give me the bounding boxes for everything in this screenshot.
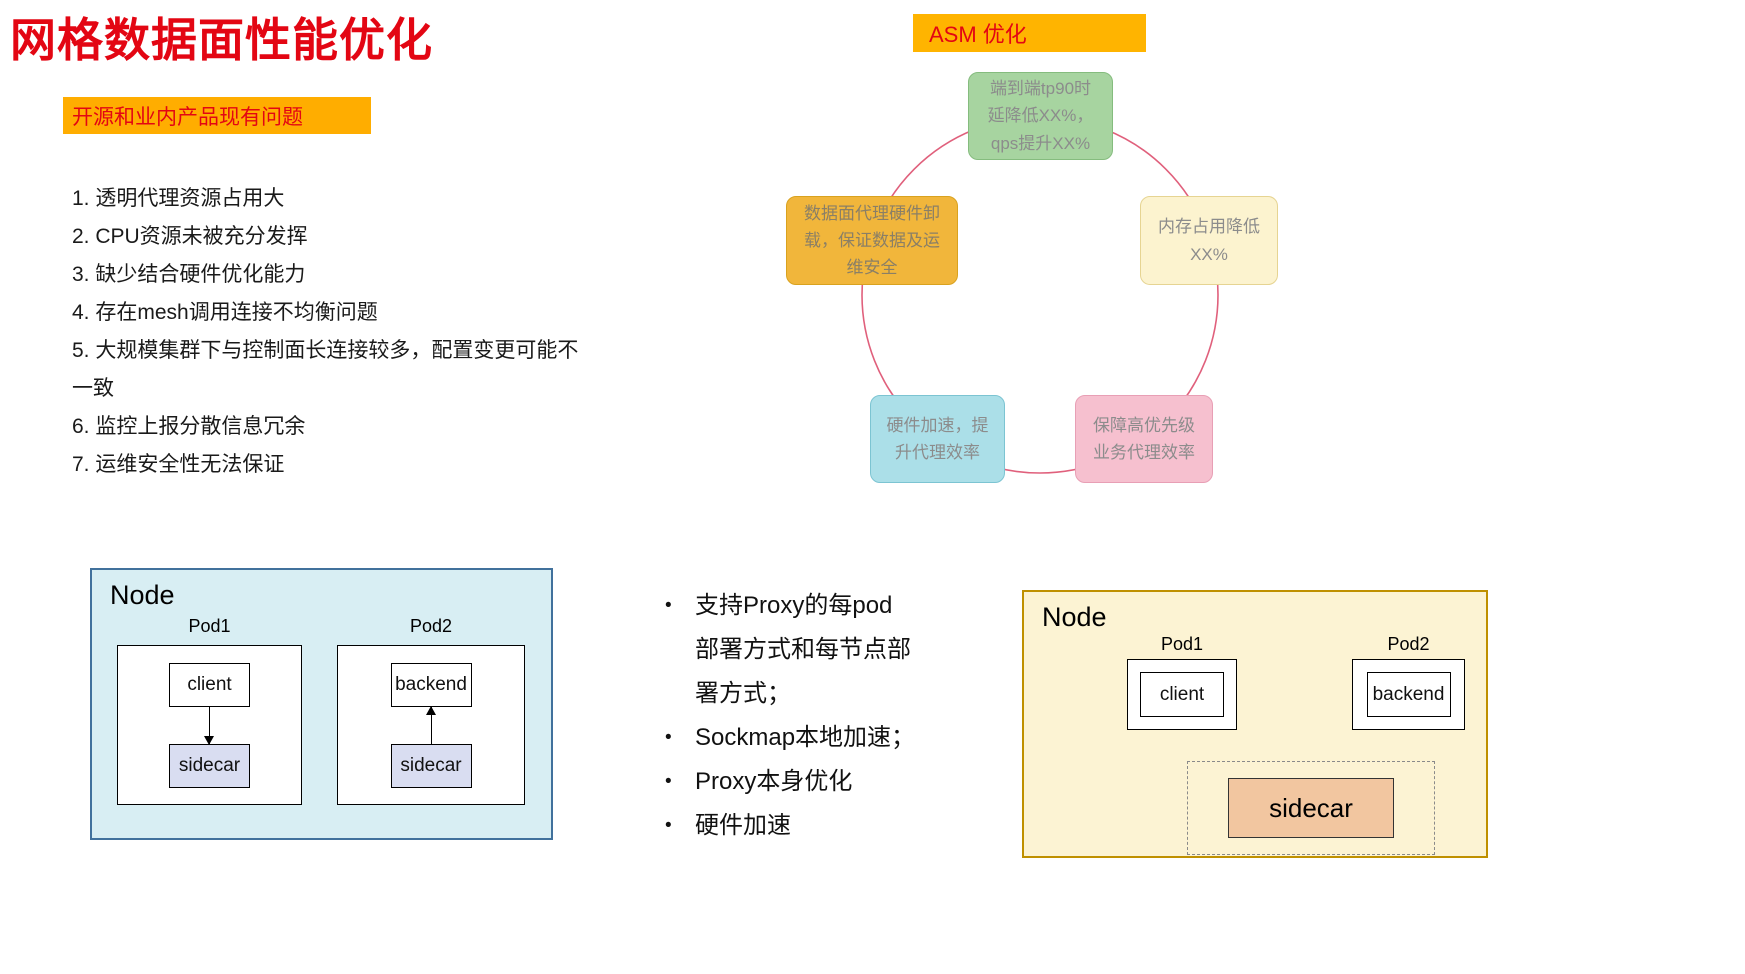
page-title: 网格数据面性能优化 <box>10 14 433 66</box>
bullet-icon: • <box>665 727 672 748</box>
problem-item-1: 1. 透明代理资源占用大 <box>72 187 285 210</box>
bubble-hardware-offload-security: 数据面代理硬件卸 载，保证数据及运 维安全 <box>786 196 958 285</box>
bullet-icon: • <box>665 595 672 616</box>
problem-item-5: 5. 大规模集群下与控制面长连接较多，配置变更可能不 一致 <box>72 339 579 400</box>
pod1-label: Pod1 <box>1160 634 1204 654</box>
sidecar-box: sidecar <box>169 743 250 788</box>
pod1-label: Pod1 <box>188 616 231 636</box>
pod1-box: client sidecar <box>117 645 302 805</box>
sidecar-box: sidecar <box>390 743 472 788</box>
solution-item-1: • 支持Proxy的每pod 部署方式和每节点部 署方式； <box>665 584 955 716</box>
solution-text: 支持Proxy的每pod 部署方式和每节点部 署方式； <box>695 592 911 707</box>
solution-item-4: • 硬件加速 <box>665 804 955 848</box>
bubble-high-priority-traffic: 保障高优先级 业务代理效率 <box>1075 395 1213 483</box>
node-right-title: Node <box>1042 602 1107 632</box>
arrow-down-icon <box>204 706 215 745</box>
bullet-icon: • <box>665 815 672 836</box>
client-box: client <box>169 662 250 707</box>
bubble-memory-reduction: 内存占用降低 XX% <box>1140 196 1278 285</box>
problem-item-4: 4. 存在mesh调用连接不均衡问题 <box>72 301 378 324</box>
pod2-box: backend sidecar <box>337 645 525 805</box>
solutions-list: • 支持Proxy的每pod 部署方式和每节点部 署方式； • Sockmap本… <box>665 584 955 848</box>
problem-item-2: 2. CPU资源未被充分发挥 <box>72 225 308 248</box>
problems-header: 开源和业内产品现有问题 <box>63 97 371 134</box>
node-left-title: Node <box>110 580 175 610</box>
solution-item-2: • Sockmap本地加速； <box>665 716 955 760</box>
problem-item-7: 7. 运维安全性无法保证 <box>72 453 285 476</box>
pod1-inner: client sidecar <box>118 646 301 804</box>
arrow-up-icon <box>425 705 436 744</box>
pod1-box: client <box>1127 659 1237 730</box>
problem-item-3: 3. 缺少结合硬件优化能力 <box>72 263 306 286</box>
node-diagram-shared-sidecar: Node Pod1 client Pod2 backend sidecar <box>1022 590 1488 858</box>
solution-item-3: • Proxy本身优化 <box>665 760 955 804</box>
client-box: client <box>1140 672 1224 717</box>
node-diagram-sidecar-per-pod: Node Pod1 client sidecar Pod2 backend si… <box>90 568 553 840</box>
solution-text: Sockmap本地加速； <box>695 724 916 751</box>
pod2-label: Pod2 <box>1387 634 1430 654</box>
problem-item-6: 6. 监控上报分散信息冗余 <box>72 415 306 438</box>
pod2-inner: backend sidecar <box>338 646 524 804</box>
solution-text: 硬件加速 <box>695 812 791 839</box>
shared-sidecar-container: sidecar <box>1187 761 1435 855</box>
backend-box: backend <box>1366 672 1451 717</box>
bubble-end-to-end-gain: 端到端tp90时 延降低XX%， qps提升XX% <box>968 72 1113 160</box>
solution-text: Proxy本身优化 <box>695 768 853 795</box>
bullet-icon: • <box>665 771 672 792</box>
asm-optimization-header: ASM 优化 <box>913 14 1146 52</box>
backend-box: backend <box>390 662 472 707</box>
bubble-hardware-acceleration: 硬件加速，提 升代理效率 <box>870 395 1005 483</box>
sidecar-box: sidecar <box>1228 778 1394 838</box>
pod2-label: Pod2 <box>409 616 453 636</box>
problems-list: 1. 透明代理资源占用大 2. CPU资源未被充分发挥 3. 缺少结合硬件优化能… <box>72 180 592 484</box>
pod2-box: backend <box>1352 659 1465 730</box>
